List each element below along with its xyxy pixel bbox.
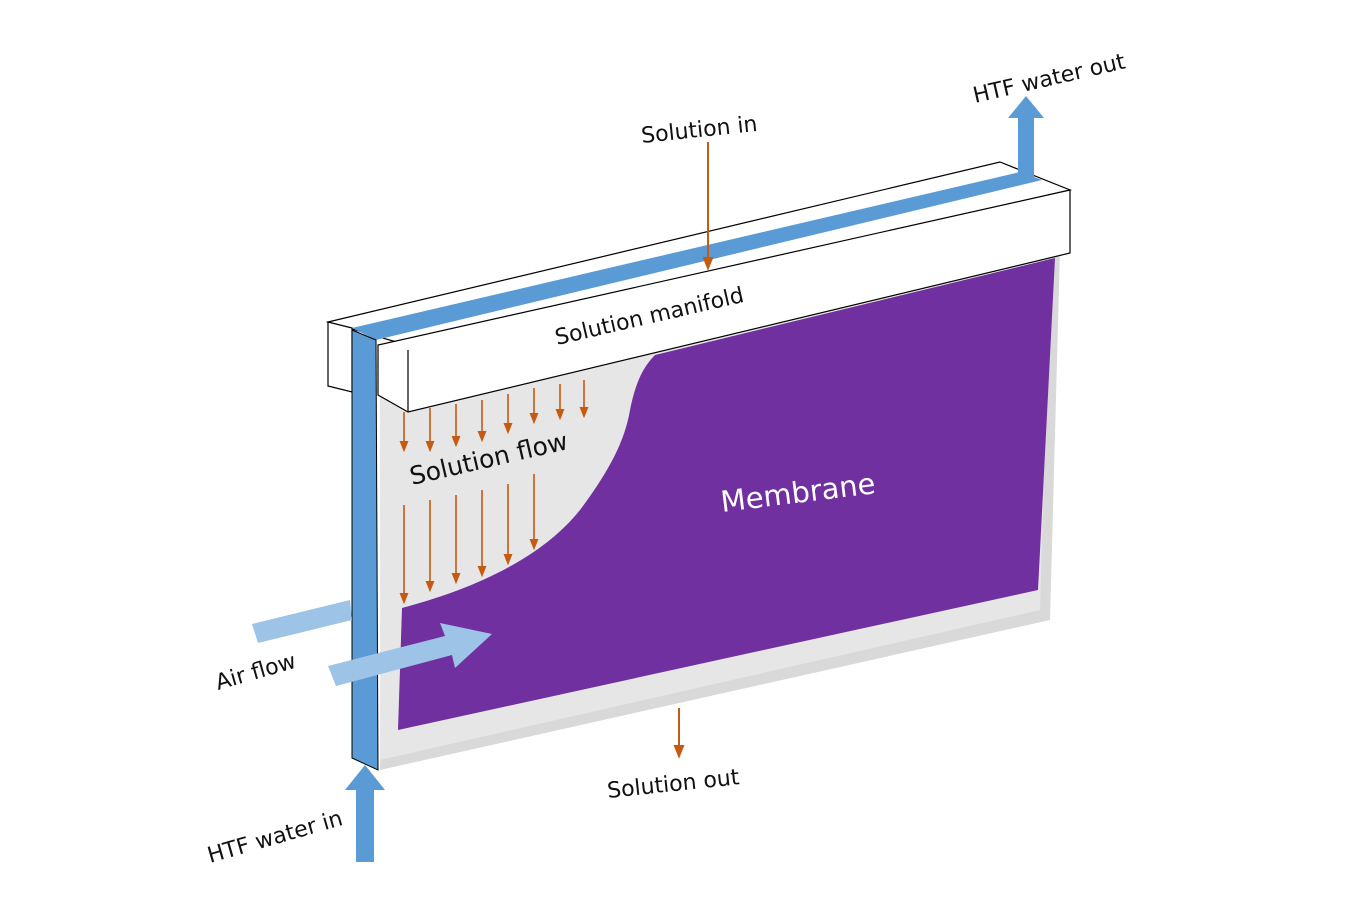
htf-water-channel-side xyxy=(351,329,379,771)
air-flow-label: Air flow xyxy=(213,649,299,696)
membrane-sheet xyxy=(398,258,1055,730)
air-flow-arrow-back xyxy=(252,600,352,643)
htf-water-out-label: HTF water out xyxy=(971,49,1128,108)
htf-water-out-arrow xyxy=(1008,96,1044,182)
solution-flow-arrows xyxy=(399,380,589,605)
solution-out-label: Solution out xyxy=(606,765,741,804)
htf-water-in-arrow xyxy=(345,765,385,862)
manifold-left-end xyxy=(327,321,353,393)
solution-manifold xyxy=(377,189,1071,413)
solution-in-label: Solution in xyxy=(640,112,759,149)
htf-water-channel-top xyxy=(352,172,1042,340)
htf-water-in-label: HTF water in xyxy=(205,806,346,868)
air-flow-arrow-front xyxy=(328,623,492,686)
